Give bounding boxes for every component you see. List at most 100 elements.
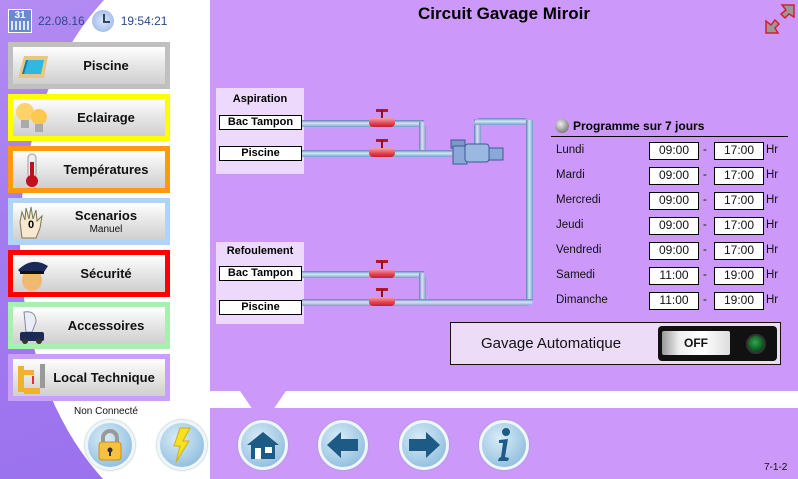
pipe bbox=[302, 120, 424, 127]
schedule-header: Programme sur 7 jours bbox=[551, 116, 788, 137]
sidebar-item-securite[interactable]: Sécurité bbox=[8, 250, 170, 297]
end-time-input[interactable]: 17:00 bbox=[714, 217, 764, 235]
sidebar-item-temperatures[interactable]: Températures bbox=[8, 146, 170, 193]
time-separator: - bbox=[703, 219, 707, 231]
nav-label: Piscine bbox=[83, 58, 129, 73]
pool-icon bbox=[14, 48, 50, 84]
start-time-input[interactable]: 11:00 bbox=[649, 267, 699, 285]
start-time-input[interactable]: 11:00 bbox=[649, 292, 699, 310]
switch-paddle[interactable]: OFF bbox=[662, 331, 730, 355]
aspiration-piscine[interactable]: Piscine bbox=[219, 146, 302, 161]
start-time-input[interactable]: 09:00 bbox=[649, 192, 699, 210]
panel-tab-notch bbox=[238, 388, 288, 410]
start-time-input[interactable]: 09:00 bbox=[649, 242, 699, 260]
calendar-icon: 31 bbox=[8, 9, 32, 33]
padlock-icon bbox=[98, 429, 122, 461]
pipe bbox=[474, 119, 481, 153]
pipe bbox=[526, 120, 533, 302]
home-icon bbox=[247, 432, 279, 459]
nav-label: Accessoires bbox=[67, 318, 145, 333]
pipe bbox=[302, 271, 424, 278]
robot-cleaner-icon bbox=[14, 308, 50, 344]
resize-icon[interactable] bbox=[765, 4, 795, 34]
info-button[interactable] bbox=[479, 420, 529, 470]
connection-status: Non Connecté bbox=[74, 406, 138, 417]
day-label: Samedi bbox=[556, 269, 595, 281]
sidebar-item-local-technique[interactable]: Local Technique bbox=[8, 354, 170, 401]
pipe bbox=[474, 118, 530, 125]
start-time-input[interactable]: 09:00 bbox=[649, 217, 699, 235]
valve-refoulement-bac-tampon[interactable] bbox=[369, 260, 395, 278]
time-separator: - bbox=[703, 169, 707, 181]
thermometer-icon bbox=[14, 152, 50, 188]
time-separator: - bbox=[703, 269, 707, 281]
valve-refoulement-piscine[interactable] bbox=[369, 288, 395, 306]
page-title: Circuit Gavage Miroir bbox=[418, 4, 590, 23]
arrow-right-icon bbox=[409, 432, 440, 458]
valve-aspiration-bac-tampon[interactable] bbox=[369, 109, 395, 127]
scenario-badge: 0 bbox=[28, 219, 35, 231]
sidebar-item-accessoires[interactable]: Accessoires bbox=[8, 302, 170, 349]
end-time-input[interactable]: 17:00 bbox=[714, 167, 764, 185]
end-time-input[interactable]: 19:00 bbox=[714, 267, 764, 285]
day-label: Jeudi bbox=[556, 219, 584, 231]
nav-sublabel: Manuel bbox=[89, 224, 123, 235]
date-time-bar: 31 22.08.16 19:54:21 bbox=[8, 8, 167, 34]
nav-label: Eclairage bbox=[77, 110, 135, 125]
home-button[interactable] bbox=[238, 420, 288, 470]
end-time-input[interactable]: 17:00 bbox=[714, 142, 764, 160]
hour-unit: Hr bbox=[766, 194, 779, 206]
day-label: Lundi bbox=[556, 144, 585, 156]
aspiration-group: Aspiration Bac Tampon Piscine bbox=[216, 88, 304, 174]
aspiration-bac-tampon[interactable]: Bac Tampon bbox=[219, 115, 302, 130]
clock-icon bbox=[90, 9, 115, 33]
nav-label: Scenarios bbox=[74, 208, 138, 223]
time-separator: - bbox=[703, 244, 707, 256]
day-label: Mercredi bbox=[556, 194, 601, 206]
end-time-input[interactable]: 17:00 bbox=[714, 192, 764, 210]
auto-mode-switch[interactable]: OFF bbox=[658, 326, 777, 361]
power-button[interactable] bbox=[157, 420, 207, 470]
start-time-input[interactable]: 09:00 bbox=[649, 142, 699, 160]
refoulement-bac-tampon[interactable]: Bac Tampon bbox=[219, 266, 302, 281]
lightning-icon bbox=[173, 427, 191, 463]
hand-icon: 0 bbox=[14, 204, 50, 240]
pipe bbox=[302, 299, 533, 306]
arrow-left-icon bbox=[327, 432, 358, 458]
hour-unit: Hr bbox=[766, 219, 779, 231]
nav-label: Températures bbox=[63, 162, 149, 177]
start-time-input[interactable]: 09:00 bbox=[649, 167, 699, 185]
light-bulb-icon bbox=[14, 100, 50, 136]
nav-label: Local Technique bbox=[53, 370, 155, 385]
hour-unit: Hr bbox=[766, 244, 779, 256]
hour-unit: Hr bbox=[766, 294, 779, 306]
date-text: 22.08.16 bbox=[38, 14, 85, 28]
pipe bbox=[419, 122, 426, 152]
day-label: Vendredi bbox=[556, 244, 602, 256]
status-led-icon bbox=[555, 119, 569, 133]
time-text: 19:54:21 bbox=[120, 14, 168, 28]
pump-icon[interactable] bbox=[449, 138, 507, 168]
end-time-input[interactable]: 17:00 bbox=[714, 242, 764, 260]
auto-mode-label: Gavage Automatique bbox=[481, 335, 622, 352]
back-button[interactable] bbox=[318, 420, 368, 470]
pipe-icon bbox=[14, 360, 50, 396]
refoulement-piscine[interactable]: Piscine bbox=[219, 300, 302, 315]
calendar-day: 31 bbox=[14, 10, 26, 21]
end-time-input[interactable]: 19:00 bbox=[714, 292, 764, 310]
forward-button[interactable] bbox=[399, 420, 449, 470]
hour-unit: Hr bbox=[766, 269, 779, 281]
refoulement-title: Refoulement bbox=[226, 245, 294, 257]
sidebar-item-piscine[interactable]: Piscine bbox=[8, 42, 170, 89]
day-label: Dimanche bbox=[556, 294, 608, 306]
nav-label: Sécurité bbox=[80, 266, 132, 281]
valve-aspiration-piscine[interactable] bbox=[369, 139, 395, 157]
lock-button[interactable] bbox=[85, 420, 135, 470]
refoulement-group: Refoulement Bac Tampon Piscine bbox=[216, 242, 304, 324]
screen-id: 7-1-2 bbox=[764, 462, 788, 473]
aspiration-title: Aspiration bbox=[232, 93, 288, 105]
sidebar-item-eclairage[interactable]: Eclairage bbox=[8, 94, 170, 141]
